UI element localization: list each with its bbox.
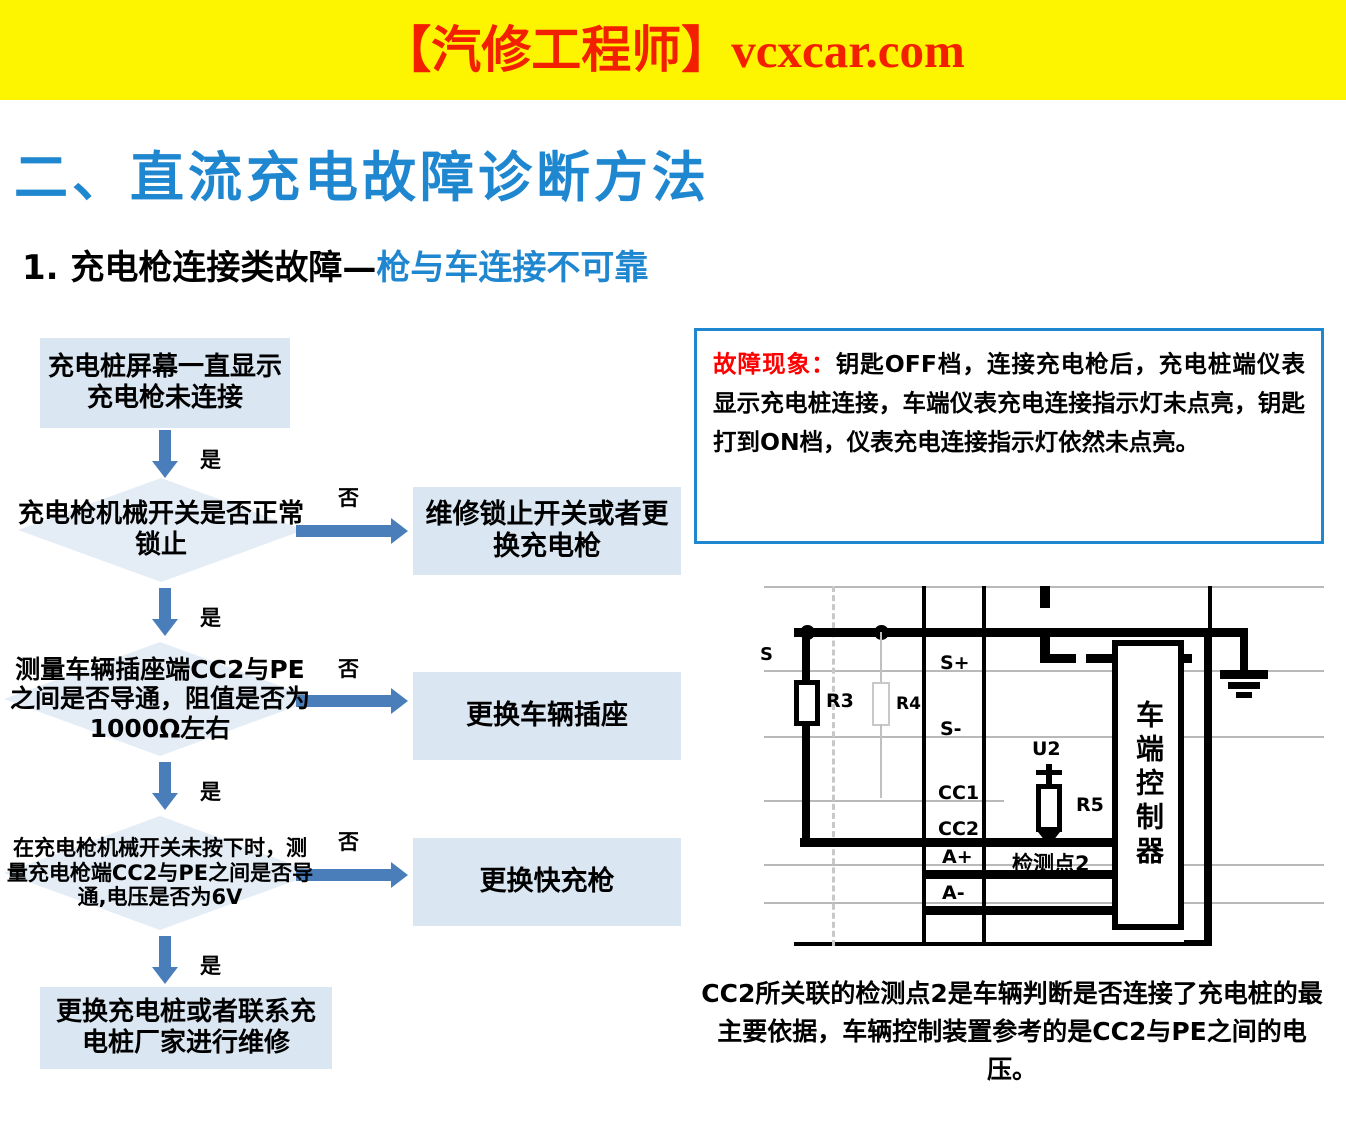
flow-arrow-d3-to-end [152,936,178,984]
wire-r3-top [802,632,810,682]
frame-line-vertical [922,586,926,946]
resistor-label-r5: R5 [1076,794,1104,816]
flow-arrow-d1-to-fix1 [296,518,408,544]
flow-end-label: 更换充电桩或者联系充电桩厂家进行维修 [55,997,316,1058]
test-point-label: 检测点2 [1012,852,1090,876]
flow-arrow-d2-to-fix2 [296,688,408,714]
probe-arrow-icon [1038,832,1060,846]
flow-decision-3-label: 在充电枪机械开关未按下时，测量充电枪端CC2与PE之间是否导通,电压是否为6V [6,835,314,910]
flow-decision-3: 在充电枪机械开关未按下时，测量充电枪端CC2与PE之间是否导通,电压是否为6V [4,816,316,930]
grid-line [764,902,1324,904]
frame-line-vertical [1208,586,1212,946]
resistor-r4 [872,682,890,726]
fault-description-body: 钥匙OFF档，连接充电枪后，充电桩端仪表显示充电桩连接，车端仪表充电连接指示灯未… [713,350,1306,456]
flow-edge-label-no-2: 否 [338,657,359,681]
flow-edge-label-yes-1: 是 [200,606,221,630]
flow-decision-2-label: 测量车辆插座端CC2与PE之间是否导通，阻值是否为1000Ω左右 [9,654,310,743]
banner-brand-cn: 【汽修工程师】 [381,20,732,79]
section-title: 二、直流充电故障诊断方法 [14,146,710,209]
subsection-title: 1. 充电枪连接类故障—枪与车连接不可靠 [22,240,648,289]
ground-wire-vertical [1240,628,1248,674]
vehicle-controller-box: 车端控制器 [1112,640,1184,930]
wire-r3-bottom [802,724,810,844]
frame-line-bottom-2 [982,942,1212,946]
frame-line-vertical [982,586,986,946]
flow-edge-label-yes-0: 是 [200,448,221,472]
ground-symbol-bar-1 [1220,670,1268,679]
controller-right-frame [1204,628,1208,944]
top-terminal-stub-2 [1040,634,1050,654]
circuit-diagram: R3 R4 S+ S- CC1 CC2 A+ A- S U2 R5 检测点2 [760,586,1324,956]
resistor-label-r3: R3 [826,690,854,712]
grid-line [764,800,1004,802]
subsection-title-black: 1. 充电枪连接类故障— [22,248,377,288]
bus-top [794,628,1224,637]
banner-brand-url: vcxcar.com [731,23,965,78]
top-terminal-stub [1040,586,1050,608]
boundary-dashed-line [832,586,835,946]
flow-decision-1: 充电枪机械开关是否正常锁止 [18,478,304,582]
grid-line [764,736,1324,738]
flow-arrow-start-to-d1 [152,430,178,478]
flow-decision-1-label: 充电枪机械开关是否正常锁止 [18,499,305,560]
signal-dash-segment [1178,654,1192,663]
flow-decision-2: 测量车辆插座端CC2与PE之间是否导通，阻值是否为1000Ω左右 [4,642,316,756]
pin-label-a-plus: A+ [942,846,973,868]
flow-edge-label-yes-2: 是 [200,780,221,804]
pin-label-cc1: CC1 [938,782,980,804]
resistor-r3 [794,680,820,726]
flow-arrow-d2-to-d3 [152,762,178,810]
flow-result-3-label: 更换快充枪 [479,866,615,898]
pin-label-cc2: CC2 [938,818,980,840]
fault-description-panel: 故障现象：钥匙OFF档，连接充电枪后，充电桩端仪表显示充电桩连接，车端仪表充电连… [694,328,1324,544]
flow-start-node: 充电桩屏幕一直显示充电枪未连接 [40,338,290,428]
diagram-caption: CC2所关联的检测点2是车辆判断是否连接了充电桩的最主要依据，车辆控制装置参考的… [701,979,1323,1084]
bus-top-right [1216,628,1248,637]
resistor-r5 [1036,784,1062,832]
flow-result-2-label: 更换车辆插座 [466,700,628,732]
site-banner: 【汽修工程师】vcxcar.com [0,0,1346,100]
controller-bottom-frame [1184,940,1208,944]
flow-result-node-3: 更换快充枪 [413,838,681,926]
flow-arrow-d1-to-d2 [152,588,178,636]
pin-label-edge-s: S [760,644,773,665]
grid-line [764,864,1324,866]
resistor-label-r4: R4 [896,694,921,714]
wire-r4-bottom [880,724,882,798]
pin-label-s-minus: S- [940,718,962,740]
pin-label-s-plus: S+ [940,652,970,674]
grid-line [764,670,1324,672]
flow-edge-label-no-1: 否 [338,486,359,510]
flow-arrow-d3-to-fix3 [296,862,408,888]
bus-a-minus [922,906,1122,915]
u2-probe-stem [1046,764,1052,790]
signal-dash-segment [1086,654,1122,663]
subsection-title-blue: 枪与车连接不可靠 [376,248,649,288]
bus-a-plus [922,870,1122,879]
ground-symbol-bar-2 [1228,682,1260,689]
diagnostic-flowchart: 充电桩屏幕一直显示充电枪未连接 是 充电枪机械开关是否正常锁止 否 维修锁止开关… [0,320,700,1120]
flow-result-node-1: 维修锁止开关或者更换充电枪 [413,487,681,575]
flow-start-label: 充电桩屏幕一直显示充电枪未连接 [48,352,283,413]
vehicle-controller-label: 车端控制器 [1132,700,1165,870]
frame-line-bottom [794,942,984,946]
fault-description-label: 故障现象： [713,350,836,378]
bus-cc2 [800,838,1112,847]
fault-description-text: 故障现象：钥匙OFF档，连接充电枪后，充电桩端仪表显示充电桩连接，车端仪表充电连… [713,345,1305,462]
flow-end-node: 更换充电桩或者联系充电桩厂家进行维修 [40,987,332,1069]
pin-label-a-minus: A- [942,882,965,904]
flow-result-node-2: 更换车辆插座 [413,672,681,760]
voltage-label-u2: U2 [1032,738,1061,760]
flow-edge-label-yes-3: 是 [200,954,221,978]
flow-result-1-label: 维修锁止开关或者更换充电枪 [425,499,669,562]
flow-edge-label-no-3: 否 [338,830,359,854]
signal-dash-segment [1040,654,1076,663]
wire-r4-top [880,632,882,684]
ground-symbol-bar-3 [1236,692,1252,698]
banner-text: 【汽修工程师】vcxcar.com [381,23,965,78]
